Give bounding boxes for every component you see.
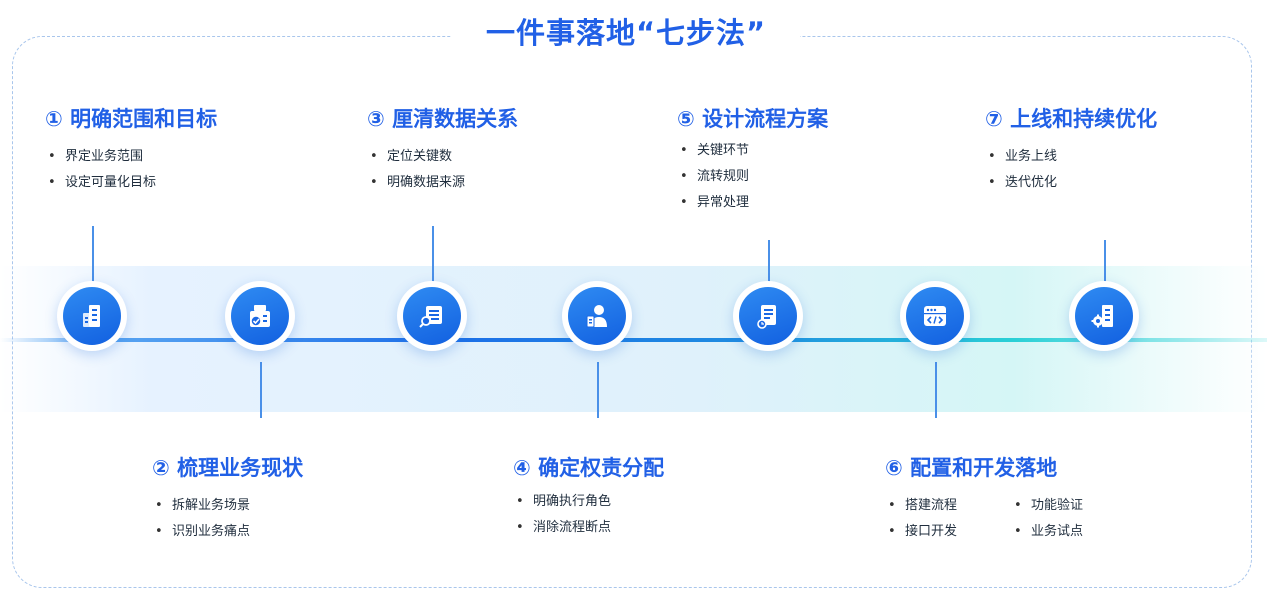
title-container: 一件事落地“七步法”	[452, 10, 800, 56]
step-7-node	[1069, 281, 1139, 351]
list-item: 明确执行角色	[513, 489, 664, 515]
step-5-node	[733, 281, 803, 351]
step-4-title: ④ 确定权责分配	[513, 456, 665, 480]
connector-step-1	[92, 226, 94, 282]
step-1-title: ① 明确范围和目标	[45, 107, 218, 131]
list-item: 流转规则	[677, 164, 828, 190]
list-item: 搭建流程	[885, 493, 1011, 519]
connector-step-7	[1104, 240, 1106, 282]
data-search-icon	[419, 306, 442, 328]
step-3-node	[397, 281, 467, 351]
step-1-node	[57, 281, 127, 351]
step-3-items: 定位关键数 明确数据来源	[367, 144, 518, 196]
documents-check-icon	[250, 305, 270, 327]
list-item: 界定业务范围	[45, 144, 217, 170]
list-item: 接口开发	[885, 519, 1011, 545]
connector-step-3	[432, 226, 434, 282]
connector-step-2	[260, 362, 262, 418]
list-item: 业务试点	[1011, 519, 1121, 545]
step-2: ② 梳理业务现状 拆解业务场景 识别业务痛点	[152, 455, 303, 545]
code-window-icon	[924, 306, 946, 326]
step-5: ⑤ 设计流程方案 关键环节 流转规则 异常处理	[677, 106, 828, 216]
step-2-title: ② 梳理业务现状	[152, 456, 304, 480]
building-gear-icon	[1091, 305, 1113, 328]
list-item: 识别业务痛点	[152, 519, 303, 545]
connector-step-5	[768, 240, 770, 282]
list-item: 迭代优化	[985, 170, 1157, 196]
step-7-title: ⑦ 上线和持续优化	[985, 107, 1158, 131]
step-3: ③ 厘清数据关系 定位关键数 明确数据来源	[367, 106, 518, 196]
process-document-icon	[757, 305, 776, 329]
step-5-items: 关键环节 流转规则 异常处理	[677, 138, 828, 216]
list-item: 定位关键数	[367, 144, 518, 170]
step-5-title: ⑤ 设计流程方案	[677, 107, 829, 131]
list-item: 消除流程断点	[513, 515, 664, 541]
list-item: 拆解业务场景	[152, 493, 303, 519]
list-item: 功能验证	[1011, 493, 1121, 519]
connector-step-6	[935, 362, 937, 418]
step-6-title: ⑥ 配置和开发落地	[885, 456, 1058, 480]
step-7-items: 业务上线 迭代优化	[985, 144, 1157, 196]
step-2-node	[225, 281, 295, 351]
person-role-icon	[586, 305, 607, 328]
step-7: ⑦ 上线和持续优化 业务上线 迭代优化	[985, 106, 1157, 196]
list-item: 业务上线	[985, 144, 1157, 170]
building-icon	[83, 305, 100, 327]
step-4: ④ 确定权责分配 明确执行角色 消除流程断点	[513, 455, 664, 541]
step-2-items: 拆解业务场景 识别业务痛点	[152, 493, 303, 545]
timeline-axis	[0, 338, 1267, 342]
step-1-items: 界定业务范围 设定可量化目标	[45, 144, 217, 196]
list-item: 设定可量化目标	[45, 170, 217, 196]
list-item: 异常处理	[677, 190, 828, 216]
step-4-items: 明确执行角色 消除流程断点	[513, 489, 664, 541]
list-item: 明确数据来源	[367, 170, 518, 196]
list-item: 关键环节	[677, 138, 828, 164]
step-3-title: ③ 厘清数据关系	[367, 107, 519, 131]
diagram-title: 一件事落地“七步法”	[485, 16, 767, 50]
connector-step-4	[597, 362, 599, 418]
step-6: ⑥ 配置和开发落地 搭建流程 功能验证 接口开发 业务试点	[885, 455, 1121, 545]
step-6-items: 搭建流程 功能验证 接口开发 业务试点	[885, 493, 1121, 545]
step-4-node	[562, 281, 632, 351]
step-1: ① 明确范围和目标 界定业务范围 设定可量化目标	[45, 106, 217, 196]
step-6-node	[900, 281, 970, 351]
